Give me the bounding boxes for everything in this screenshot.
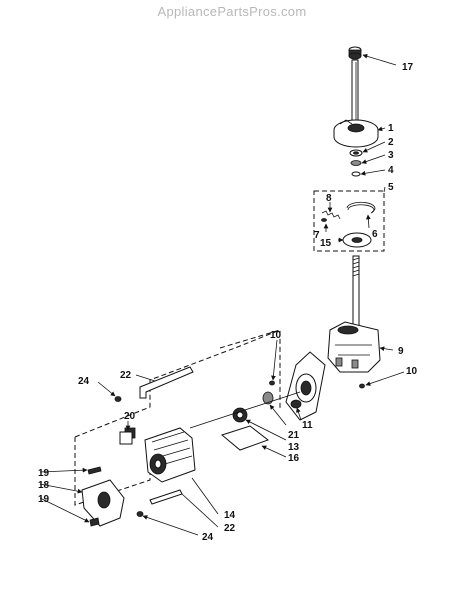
part-13-shaft [189,391,301,429]
callout-24-top: 24 [78,376,90,387]
part-1-hub [333,119,379,148]
watermark: AppliancePartsPros.com [157,4,307,19]
callout-11: 11 [302,420,313,431]
part-4-ring [351,171,361,177]
callout-10-right: 10 [406,366,418,377]
callout-labels: 17 1 2 3 4 5 8 7 6 15 9 10 10 11 21 13 1… [38,62,418,543]
part-21-coupler [232,391,274,423]
callout-8: 8 [326,193,332,204]
part-14-motor [124,427,196,483]
motor-dashed-box [74,329,281,506]
callout-17: 17 [402,62,414,73]
part-9-gearcase [327,321,381,373]
part-17-seal [348,46,362,60]
callout-13: 13 [288,442,300,453]
part-22-bracket-top [139,366,194,399]
part-20-clip [119,431,133,445]
callout-6: 6 [372,229,378,240]
part-24-screw-top [114,396,122,402]
callout-21: 21 [288,430,300,441]
part-19-clip-top [87,466,102,475]
part-16-gasket [220,425,270,451]
part-19-clip-bottom [89,517,100,527]
part-22-bracket-bottom [149,489,183,505]
leader-lines [39,53,405,536]
upper-shaft [351,59,359,123]
lower-shaft [352,255,360,327]
callout-20: 20 [124,411,136,422]
callout-24-bottom: 24 [202,532,214,543]
callout-1: 1 [388,123,394,134]
callout-19-bottom: 19 [38,494,50,505]
callout-2: 2 [388,137,394,148]
callout-14: 14 [224,510,236,521]
part-10-screw-right [359,383,365,389]
part-10-screw-left [269,380,275,386]
callout-22-bottom: 22 [224,523,236,534]
callout-16: 16 [288,453,300,464]
callout-10-left: 10 [270,330,282,341]
callout-15: 15 [320,238,332,249]
part-24-screw-bottom [136,511,144,517]
callout-22-top: 22 [120,370,132,381]
callout-4: 4 [388,165,394,176]
mounting-plate [285,351,326,421]
part-2-washer [349,149,363,157]
callout-3: 3 [388,150,394,161]
part-11-bushing [290,399,302,409]
callout-7: 7 [314,230,320,241]
part-3-washer [350,160,362,166]
part-18-pump [81,479,125,527]
callout-5: 5 [388,182,394,193]
callout-9: 9 [398,346,404,357]
callout-18: 18 [38,480,50,491]
callout-19-top: 19 [38,468,50,479]
